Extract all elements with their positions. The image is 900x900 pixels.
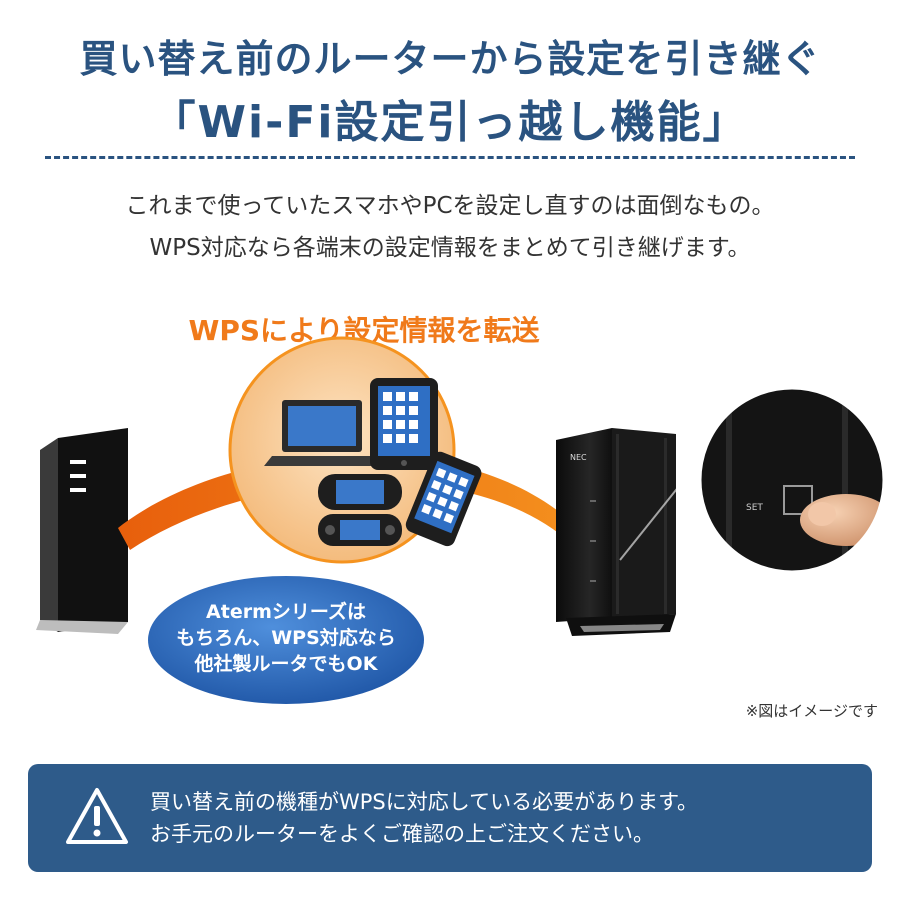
tablet-icon [370, 378, 438, 470]
warning-line2: お手元のルーターをよくご確認の上ご注文ください。 [150, 822, 654, 846]
laptop-icon [264, 400, 380, 466]
intro-line2: WPS対応なら各端末の設定情報をまとめて引き継げます。 [149, 235, 751, 261]
warning-panel: 買い替え前の機種がWPSに対応している必要があります。 お手元のルーターをよくご… [28, 764, 872, 872]
warning-text: 買い替え前の機種がWPSに対応している必要があります。 お手元のルーターをよくご… [150, 786, 698, 850]
finger-icon [800, 494, 884, 546]
headline-line1: 買い替え前のルーターから設定を引き継ぐ [79, 37, 821, 81]
set-button [783, 485, 813, 515]
set-button-label: SET [746, 503, 763, 513]
portable-game-icon [318, 474, 402, 510]
old-router-icon [36, 428, 128, 634]
warning-line1: 買い替え前の機種がWPSに対応している必要があります。 [150, 790, 699, 814]
set-button-zoom: SET [698, 386, 886, 574]
bubble-line2: もちろん、WPS対応なら [176, 626, 396, 649]
new-router-icon: NEC [556, 428, 676, 636]
intro-line1: これまで使っていたスマホやPCを設定し直すのは面倒なもの。 [125, 193, 775, 219]
smartphone-icon [405, 451, 482, 547]
handheld-console-icon [318, 514, 402, 546]
headline-line2: 「Wi-Fi設定引っ越し機能」 [151, 97, 749, 148]
aterm-info-bubble: Atermシリーズは もちろん、WPS対応なら 他社製ルータでもOK [148, 576, 424, 704]
zoom-connector [619, 459, 701, 561]
image-note: ※図はイメージです [745, 702, 878, 720]
dashed-divider [45, 156, 855, 159]
wps-transfer-diagram: WPSにより設定情報を転送 [36, 314, 886, 704]
bubble-line3: 他社製ルータでもOK [194, 652, 379, 675]
bubble-line1: Atermシリーズは [206, 600, 366, 623]
warning-icon [66, 788, 128, 844]
router-brand-label: NEC [570, 453, 587, 462]
